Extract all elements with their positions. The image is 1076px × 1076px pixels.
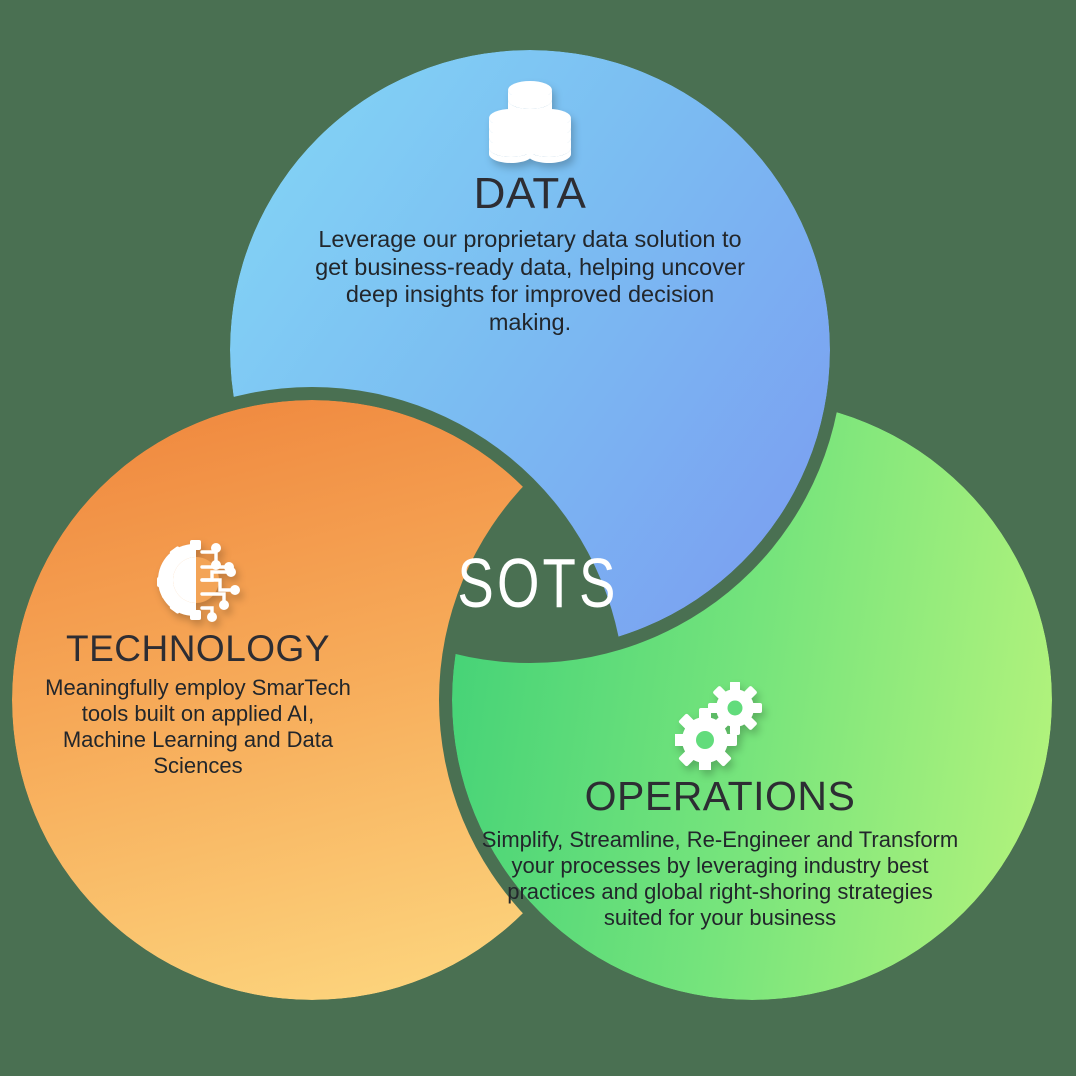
lobe-shape-operations[interactable] [452,400,1052,1000]
